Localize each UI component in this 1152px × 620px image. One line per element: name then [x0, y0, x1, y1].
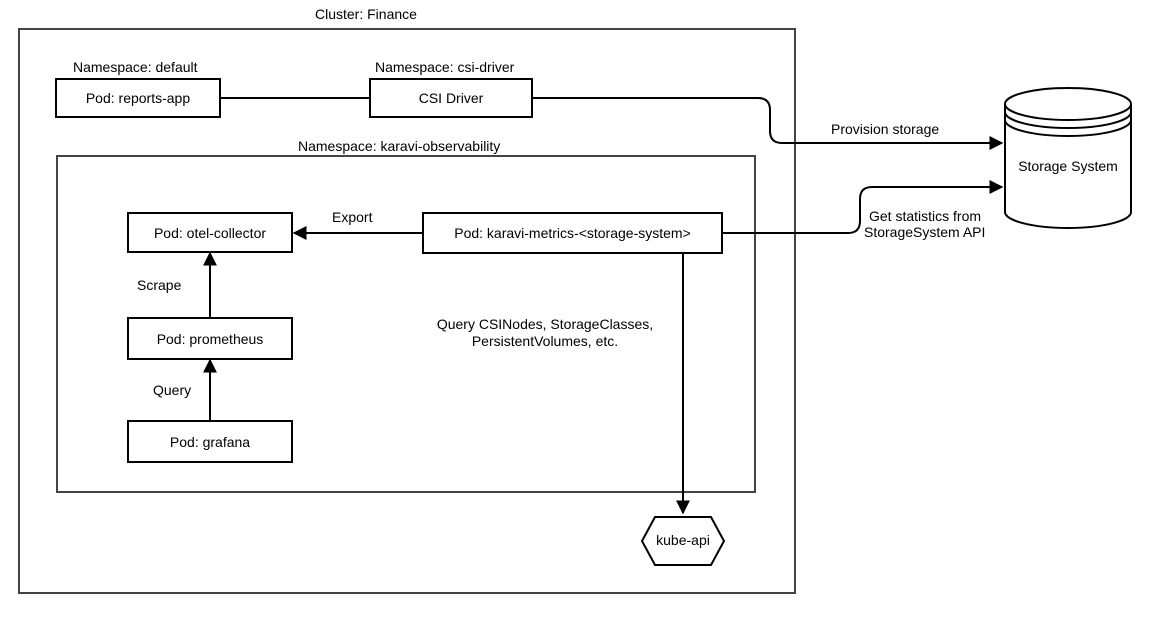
- kube-api-label: kube-api: [656, 532, 710, 548]
- edge-get-statistics: [722, 180, 1004, 234]
- storage-system-cylinder: [1004, 87, 1132, 229]
- prometheus-pod: Pod: prometheus: [127, 317, 293, 360]
- edge-label-query: Query: [153, 382, 192, 398]
- edge-label-statistics-1: Get statistics from: [869, 208, 982, 224]
- namespace-observability-label: Namespace: karavi-observability: [298, 138, 501, 154]
- observability-namespace-frame: [56, 155, 756, 493]
- namespace-default-label: Namespace: default: [73, 59, 198, 75]
- cluster-frame: [18, 28, 796, 594]
- namespace-csi-driver-label: Namespace: csi-driver: [375, 59, 515, 75]
- reports-app-pod: Pod: reports-app: [55, 78, 221, 118]
- otel-collector-pod: Pod: otel-collector: [127, 212, 293, 253]
- csi-driver-box: CSI Driver: [369, 78, 533, 118]
- edge-label-query-k8s-2: PersistentVolumes, etc.: [471, 333, 619, 349]
- edge-label-provision: Provision storage: [831, 121, 940, 137]
- storage-system-label: Storage System: [1018, 158, 1118, 174]
- grafana-pod: Pod: grafana: [127, 420, 293, 463]
- cluster-label: Cluster: Finance: [315, 6, 417, 22]
- edge-label-query-k8s-1: Query CSINodes, StorageClasses,: [436, 316, 654, 332]
- edge-label-statistics-2: StorageSystem API: [864, 224, 986, 240]
- edge-label-scrape: Scrape: [137, 277, 182, 293]
- kube-api-hexagon: [640, 516, 726, 566]
- edge-label-export: Export: [332, 209, 373, 225]
- karavi-metrics-pod: Pod: karavi-metrics-<storage-system>: [422, 212, 723, 254]
- edge-provision-storage: [532, 97, 1004, 150]
